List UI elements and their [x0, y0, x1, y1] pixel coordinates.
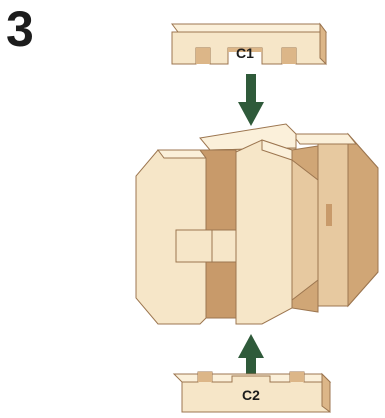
piece-c2: C2 — [172, 371, 332, 413]
piece-c1-label: C1 — [236, 45, 254, 61]
arrow-up-icon — [238, 334, 264, 378]
step-number: 3 — [6, 1, 34, 57]
central-assembly — [135, 123, 379, 325]
piece-c2-label: C2 — [242, 387, 260, 403]
piece-c1: C1 — [171, 22, 327, 66]
arrow-down-icon — [238, 74, 264, 126]
